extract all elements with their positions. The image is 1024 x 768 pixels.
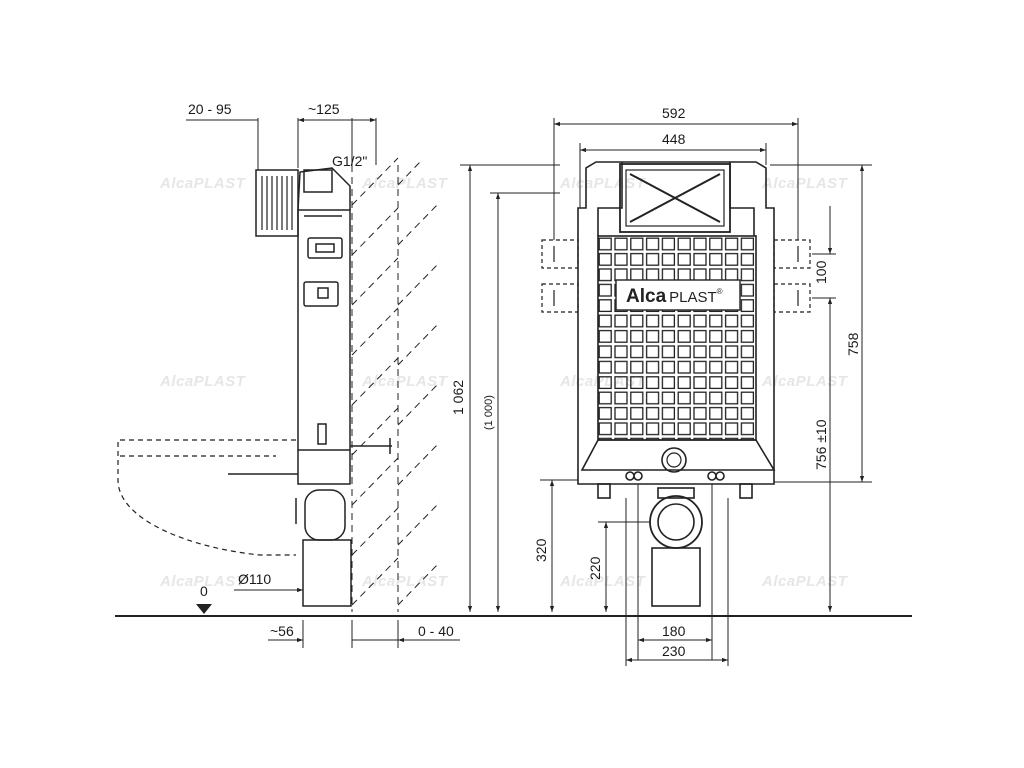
dim-wall-gap-label: 0 - 40 xyxy=(418,623,454,639)
width-bolts-label: 180 xyxy=(662,623,686,639)
height-tank-label: 758 xyxy=(845,332,861,356)
front-view xyxy=(541,161,811,607)
watermark: AlcaPLAST xyxy=(559,175,647,192)
watermark: AlcaPLAST xyxy=(361,373,449,390)
width-top-label: 448 xyxy=(662,131,686,147)
watermark: AlcaPLAST xyxy=(761,373,849,390)
watermark: AlcaPLAST xyxy=(761,573,849,590)
watermark: AlcaPLAST xyxy=(559,573,647,590)
floor-level-label: 0 xyxy=(200,583,208,599)
width-feet-label: 230 xyxy=(662,643,686,659)
tank-frame xyxy=(577,161,775,485)
height-connection-label: 756 ±10 xyxy=(813,419,829,470)
watermark: AlcaPLAST xyxy=(159,373,247,390)
watermark: AlcaPLAST xyxy=(761,175,849,192)
bracket-spacing-label: 100 xyxy=(813,260,829,284)
height-frame-label: (1 000) xyxy=(483,395,495,430)
watermark: AlcaPLAST xyxy=(159,573,247,590)
wall-hatching xyxy=(351,157,441,612)
frame-column xyxy=(297,209,351,451)
width-total-label: 592 xyxy=(662,105,686,121)
watermark: AlcaPLAST xyxy=(159,175,247,192)
tank-grid xyxy=(597,235,757,441)
height-bottom-label: 220 xyxy=(587,556,603,580)
pipe-diameter-label: Ø110 xyxy=(238,571,271,587)
watermark: AlcaPLAST xyxy=(361,175,449,192)
side-view-dimensions xyxy=(186,117,560,648)
floor-level-marker xyxy=(196,604,212,614)
dim-pipe-offset-label: ~56 xyxy=(270,623,294,639)
flush-opening xyxy=(619,163,731,233)
thread-label: G1/2" xyxy=(332,153,367,169)
side-view xyxy=(117,157,441,612)
height-total-label: 1 062 xyxy=(450,380,466,415)
dim-depth-label: ~125 xyxy=(308,101,340,117)
logo-plate xyxy=(615,279,741,311)
dim-offset-label: 20 - 95 xyxy=(188,101,232,117)
watermark: AlcaPLAST xyxy=(361,573,449,590)
front-view-dimensions xyxy=(540,118,872,666)
height-outlet-label: 320 xyxy=(533,538,549,562)
